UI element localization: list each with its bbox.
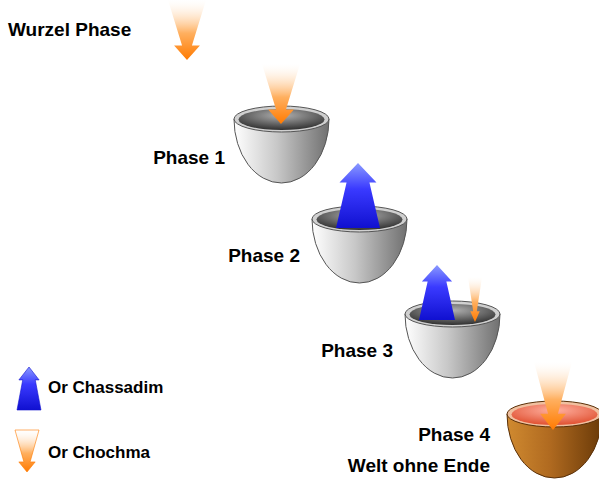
phase-subtitle: Welt ohne Ende: [348, 455, 490, 477]
phase-bowl: Phase 2: [311, 205, 408, 285]
light-arrow-down: [468, 277, 482, 322]
legend-arrow: [17, 367, 41, 410]
bowl-shape: [311, 205, 408, 285]
phase-label: Phase 2: [228, 245, 300, 267]
phase-label: Phase 3: [321, 340, 393, 362]
phase-bowl: Phase 4Welt ohne Ende: [506, 400, 599, 480]
root-phase-label: Wurzel Phase: [8, 19, 131, 41]
light-arrow-down: [262, 64, 300, 124]
light-arrow-up: [336, 163, 380, 228]
light-arrow-down: [168, 0, 206, 60]
light-arrow-down: [534, 362, 572, 430]
phase-bowl: Phase 3: [404, 300, 501, 380]
bowl-shape: [404, 300, 501, 380]
phase-label: Phase 4: [418, 424, 490, 446]
light-arrow-up: [419, 265, 455, 320]
phase-bowl: Phase 1: [233, 105, 330, 185]
bowl-shape: [506, 400, 599, 480]
bowl-shape: [233, 105, 330, 185]
legend-arrow: [15, 430, 39, 472]
legend-label: Or Chochma: [48, 443, 150, 463]
phase-label: Phase 1: [153, 147, 225, 169]
legend-label: Or Chassadim: [48, 378, 163, 398]
